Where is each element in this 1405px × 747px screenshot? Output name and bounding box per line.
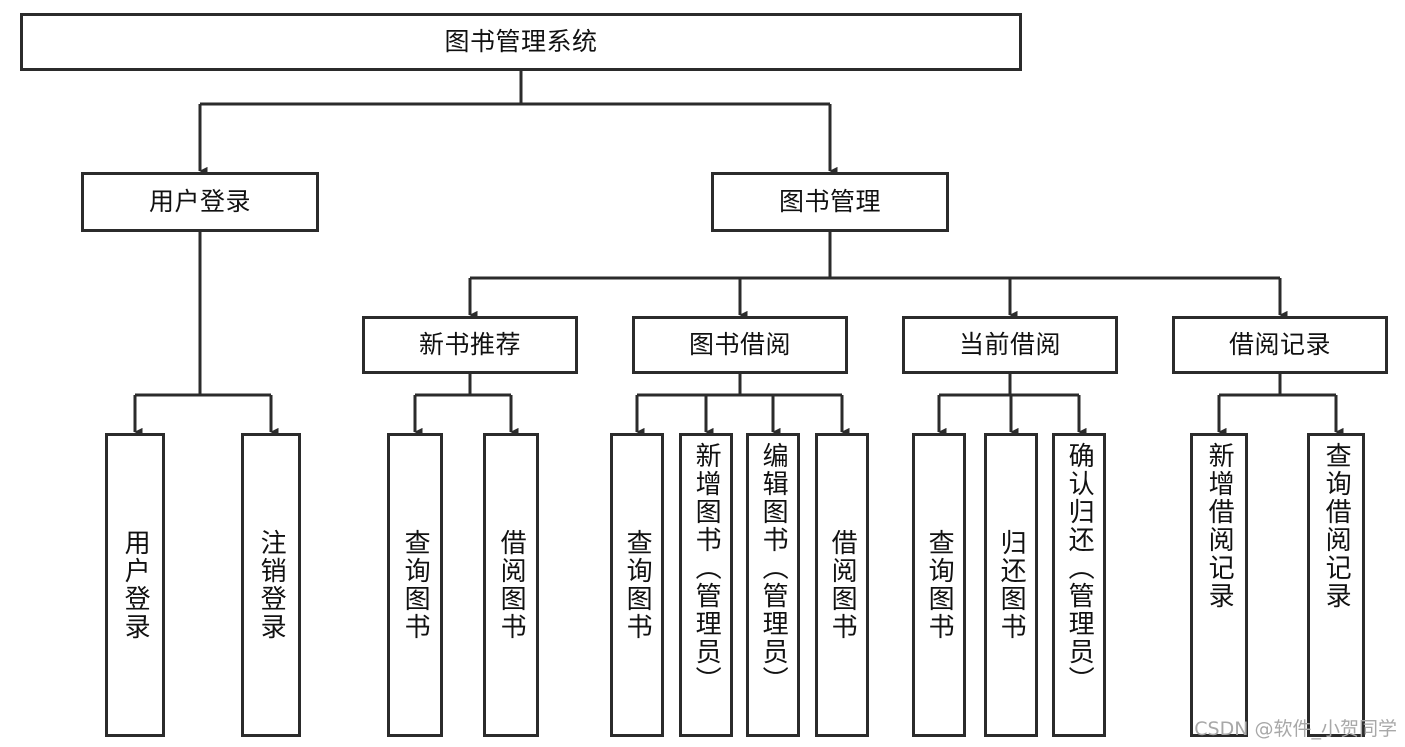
node-leaf-leaf-user-login[interactable]: 用户登录: [105, 433, 165, 737]
node-label: 借阅图书: [496, 529, 527, 641]
node-leaf-leaf-return-book[interactable]: 归还图书: [984, 433, 1038, 737]
node-label: 图书管理: [778, 187, 881, 217]
node-submodule-new-book-rec[interactable]: 新书推荐: [362, 316, 578, 374]
node-label: 用户登录: [120, 529, 151, 641]
node-label: 用户登录: [148, 187, 251, 217]
node-leaf-leaf-borrow-book-rec[interactable]: 借阅图书: [483, 433, 539, 737]
node-label: 图书管理系统: [444, 27, 598, 57]
node-submodule-current-borrow[interactable]: 当前借阅: [902, 316, 1118, 374]
node-label: 新增借阅记录: [1204, 442, 1235, 610]
node-submodule-book-borrow[interactable]: 图书借阅: [632, 316, 848, 374]
node-leaf-leaf-query-book-borrow[interactable]: 查询图书: [610, 433, 664, 737]
node-leaf-leaf-edit-book-admin[interactable]: 编辑图书（管理员）: [746, 433, 800, 737]
node-label: 查询图书: [400, 529, 431, 641]
node-label: 新书推荐: [418, 330, 521, 360]
node-label: 借阅图书: [827, 529, 858, 641]
node-module-book-manage[interactable]: 图书管理: [711, 172, 949, 232]
node-leaf-leaf-query-borrow-record[interactable]: 查询借阅记录: [1307, 433, 1365, 737]
csdn-watermark: CSDN @软件_小贺同学: [1194, 718, 1397, 740]
node-leaf-leaf-user-logout[interactable]: 注销登录: [241, 433, 301, 737]
node-leaf-leaf-add-borrow-record[interactable]: 新增借阅记录: [1190, 433, 1248, 737]
node-label: 借阅记录: [1228, 330, 1331, 360]
node-label: 新增图书（管理员）: [691, 442, 722, 694]
node-submodule-borrow-record[interactable]: 借阅记录: [1172, 316, 1388, 374]
node-label: 归还图书: [996, 529, 1027, 641]
node-label: 编辑图书（管理员）: [758, 442, 789, 694]
node-module-user-login[interactable]: 用户登录: [81, 172, 319, 232]
node-leaf-leaf-borrow-book[interactable]: 借阅图书: [815, 433, 869, 737]
node-label: 注销登录: [256, 529, 287, 641]
node-leaf-leaf-add-book-admin[interactable]: 新增图书（管理员）: [679, 433, 733, 737]
node-label: 当前借阅: [958, 330, 1061, 360]
node-label: 确认归还（管理员）: [1064, 442, 1095, 694]
node-leaf-leaf-query-book-rec[interactable]: 查询图书: [387, 433, 443, 737]
node-label: 查询借阅记录: [1321, 442, 1352, 610]
node-root-root[interactable]: 图书管理系统: [20, 13, 1022, 71]
node-leaf-leaf-confirm-return-admin[interactable]: 确认归还（管理员）: [1052, 433, 1106, 737]
node-label: 查询图书: [924, 529, 955, 641]
node-label: 图书借阅: [688, 330, 791, 360]
node-label: 查询图书: [622, 529, 653, 641]
node-leaf-leaf-query-book-cur[interactable]: 查询图书: [912, 433, 966, 737]
